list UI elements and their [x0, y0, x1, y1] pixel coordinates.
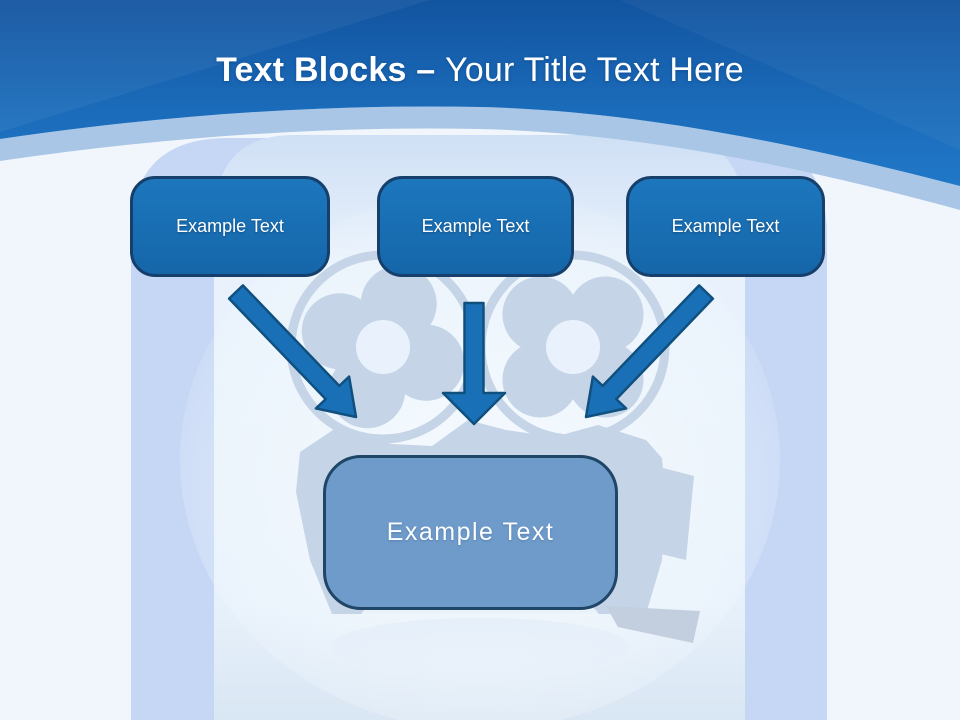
text-block-top-1-label: Example Text [176, 216, 284, 236]
text-block-top-2-label: Example Text [421, 216, 530, 236]
header-banner [0, 0, 960, 186]
text-block-center[interactable]: Example Text [323, 455, 618, 610]
slide-title: Text Blocks – Your Title Text Here [0, 51, 960, 89]
arrow-down-icon [441, 301, 507, 426]
camera-lens [636, 462, 694, 560]
text-block-top-3[interactable]: Example Text [626, 176, 825, 277]
arrows [227, 284, 715, 426]
text-block-top-3-label: Example Text [671, 216, 780, 236]
arrow-down-right-icon [227, 284, 358, 419]
slide-title-bold: Text Blocks – [216, 51, 446, 89]
arrow-down-left-icon [584, 284, 715, 419]
slide-title-regular: Your Title Text Here [445, 51, 744, 89]
text-block-top-1[interactable]: Example Text [130, 176, 330, 277]
arc-band [0, 106, 960, 210]
text-block-top-2[interactable]: Example Text [377, 176, 574, 277]
camera-handle [606, 606, 700, 643]
text-block-center-label: Example Text [386, 518, 555, 546]
